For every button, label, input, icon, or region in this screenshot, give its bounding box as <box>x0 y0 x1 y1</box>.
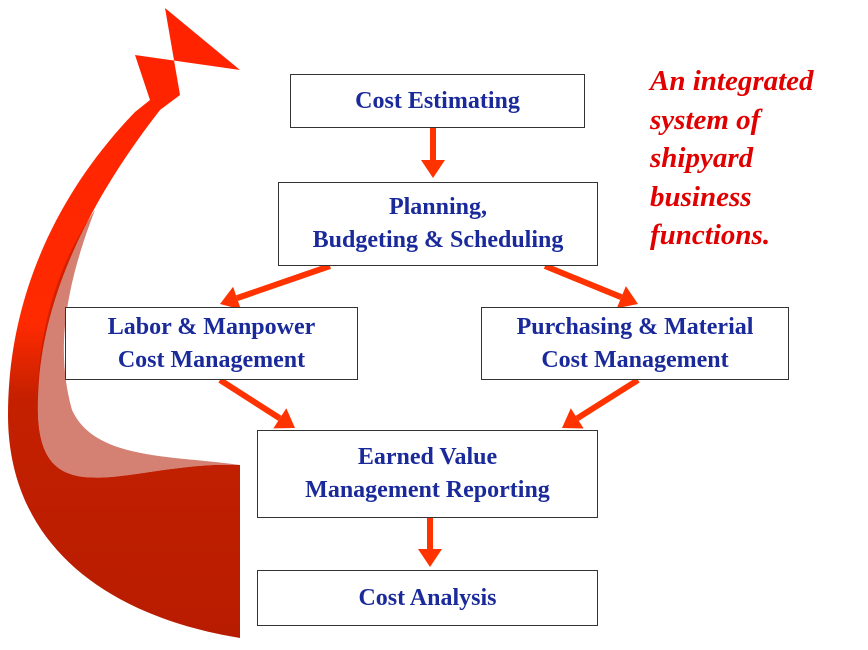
feedback-curved-arrow <box>8 8 240 638</box>
side-note: An integrated system of shipyard busines… <box>650 62 860 255</box>
node-label: Cost Analysis <box>358 584 497 611</box>
arrow-planning-to-purchasing <box>543 263 638 309</box>
arrow-shaft <box>575 377 640 421</box>
node-label-line-2: Budgeting & Scheduling <box>312 227 564 253</box>
feedback-curve-inner-shade <box>37 210 240 478</box>
arrow-head <box>421 160 445 178</box>
arrow-labor-to-earned-value <box>218 377 295 429</box>
node-purchasing-material-cost-management: Purchasing & Material Cost Management <box>481 307 789 380</box>
node-planning-budgeting-scheduling: Planning, Budgeting & Scheduling <box>278 182 598 266</box>
arrow-head <box>616 286 638 309</box>
arrow-head <box>273 408 295 429</box>
arrow-planning-to-labor <box>220 263 331 310</box>
arrow-head <box>418 549 442 567</box>
arrow-purchasing-to-earned-value <box>562 377 640 429</box>
node-cost-estimating: Cost Estimating <box>290 74 585 128</box>
arrow-shaft <box>543 263 623 300</box>
node-earned-value-management-reporting: Earned Value Management Reporting <box>257 430 598 518</box>
node-label-line-2: Management Reporting <box>305 477 550 503</box>
node-label-line-1: Purchasing & Material <box>516 313 754 340</box>
side-note-line-4: business <box>650 180 752 213</box>
side-note-line-1: An integrated <box>650 65 814 97</box>
node-label: Cost Estimating <box>355 87 520 114</box>
arrow-head <box>220 286 241 310</box>
node-label-line-1: Earned Value <box>357 444 498 470</box>
arrow-shaft <box>218 377 282 421</box>
node-label-line-1: Planning, <box>388 194 488 220</box>
node-cost-analysis: Cost Analysis <box>257 570 598 626</box>
arrow-earned-value-to-cost-analysis <box>418 518 442 567</box>
arrow-shaft <box>236 263 331 301</box>
node-labor-manpower-cost-management: Labor & Manpower Cost Management <box>65 307 358 380</box>
side-note-line-2: system of <box>650 103 761 136</box>
node-label-line-2: Cost Management <box>117 346 306 373</box>
side-note-line-3: shipyard <box>650 142 754 174</box>
arrow-cost-estimating-to-planning <box>421 128 445 178</box>
side-note-line-5: functions. <box>650 219 771 251</box>
node-label-line-1: Labor & Manpower <box>107 313 316 340</box>
node-label-line-2: Cost Management <box>541 346 729 373</box>
arrow-head <box>562 408 584 429</box>
